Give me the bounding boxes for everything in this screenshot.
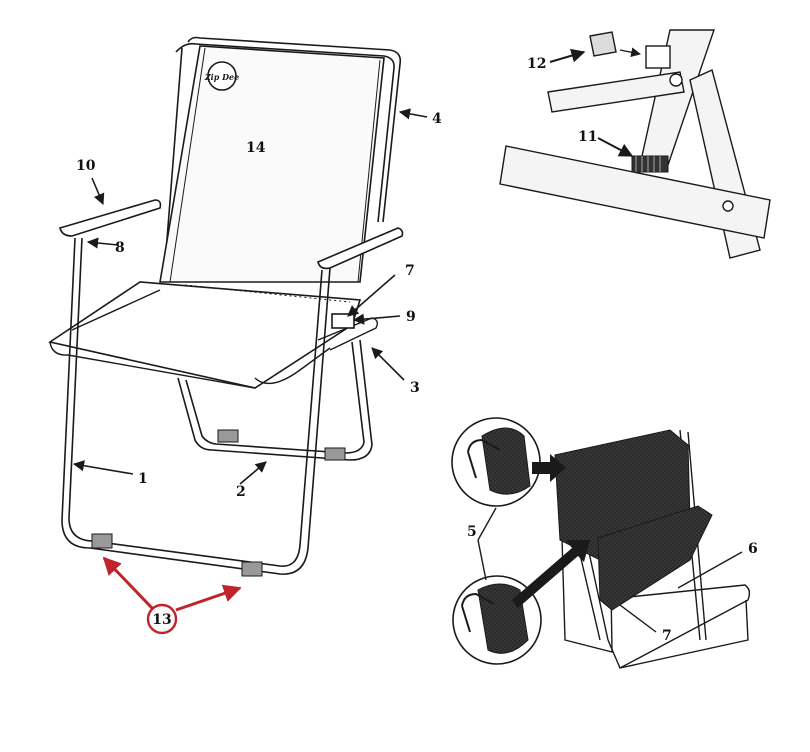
brand-logo [207,61,237,91]
callout-9: 9 [406,309,416,325]
callout-12: 12 [527,56,546,72]
left-armrest [59,199,162,237]
callout-7: 7 [405,263,415,279]
hinge-detail-inset [462,20,802,265]
callout-1: 1 [138,471,148,487]
recline-adjuster [331,313,355,329]
brand-logo-text: Zip Dee [204,72,239,82]
rear-leg-frame [177,339,373,461]
callout-13: 13 [152,612,171,628]
clip-part [589,31,617,57]
right-armrest [317,227,404,270]
callout-2: 2 [236,484,246,500]
callout-7-inset: 7 [662,628,672,644]
foot-pads [91,429,346,577]
callout-10: 10 [76,158,96,174]
backrest-fabric [159,45,385,283]
ratchet-teeth [631,155,669,173]
callout-11: 11 [578,129,597,145]
callout-8: 8 [115,240,125,256]
callout-4: 4 [432,111,442,127]
callout-3: 3 [410,380,420,396]
foot-pad-callout [102,556,242,635]
backrest-frame [164,36,402,266]
seat-side-tube [499,145,771,239]
callout-14: 14 [246,140,266,156]
callout-5: 5 [467,524,477,540]
callout-6: 6 [748,541,758,557]
main-callout-arrows [72,108,428,485]
fabric-assembly-inset [451,417,751,669]
front-leg-frame [61,237,331,575]
lower-mesh-panel [597,505,713,611]
armrest-bar [547,71,685,113]
main-chair-illustration [48,36,404,577]
